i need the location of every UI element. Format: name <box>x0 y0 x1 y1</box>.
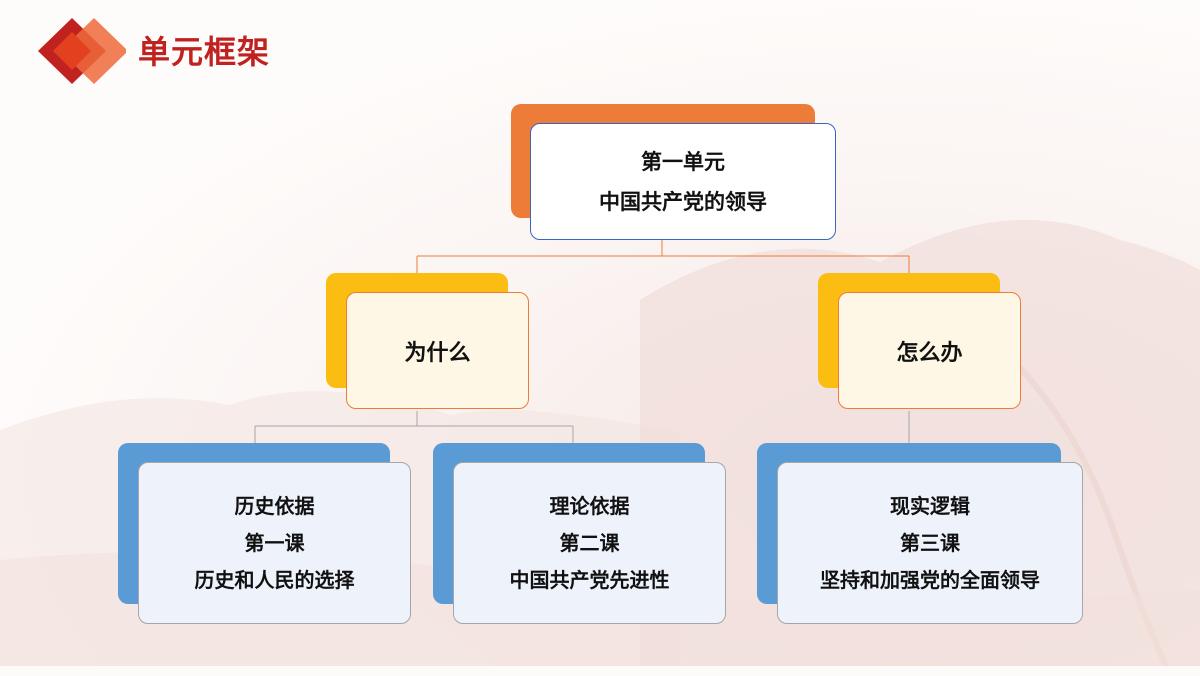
root-node: 第一单元 中国共产党的领导 <box>511 104 838 240</box>
lesson-node-theory: 理论依据 第二课 中国共产党先进性 <box>433 443 728 626</box>
lesson-node-reality: 现实逻辑 第三课 坚持和加强党的全面领导 <box>757 443 1083 626</box>
why-node-box: 为什么 <box>346 292 529 409</box>
lesson-node-box: 理论依据 第二课 中国共产党先进性 <box>453 462 726 624</box>
slide-footer-strip <box>0 666 1200 676</box>
lesson-topic: 历史依据 <box>234 493 315 518</box>
lesson-name: 历史和人民的选择 <box>194 567 355 592</box>
lesson-topic: 现实逻辑 <box>890 493 970 518</box>
why-node-label: 为什么 <box>404 340 471 366</box>
lesson-number: 第一课 <box>244 530 305 555</box>
lesson-number: 第二课 <box>559 530 620 555</box>
lesson-node-box: 现实逻辑 第三课 坚持和加强党的全面领导 <box>777 462 1083 624</box>
how-node: 怎么办 <box>818 273 1023 411</box>
how-node-label: 怎么办 <box>896 340 963 366</box>
lesson-name: 中国共产党先进性 <box>509 567 670 592</box>
why-node: 为什么 <box>326 273 531 411</box>
lesson-node-history: 历史依据 第一课 历史和人民的选择 <box>118 443 413 626</box>
lesson-node-box: 历史依据 第一课 历史和人民的选择 <box>138 462 411 624</box>
logo-diamonds-icon <box>38 18 126 84</box>
root-unit-label: 第一单元 <box>641 149 725 174</box>
lesson-topic: 理论依据 <box>549 493 630 518</box>
lesson-number: 第三课 <box>900 530 960 555</box>
slide-title: 单元框架 <box>138 33 271 71</box>
how-node-box: 怎么办 <box>838 292 1021 409</box>
root-node-box: 第一单元 中国共产党的领导 <box>530 123 836 240</box>
lesson-name: 坚持和加强党的全面领导 <box>820 567 1040 592</box>
root-unit-title: 中国共产党的领导 <box>599 189 767 214</box>
